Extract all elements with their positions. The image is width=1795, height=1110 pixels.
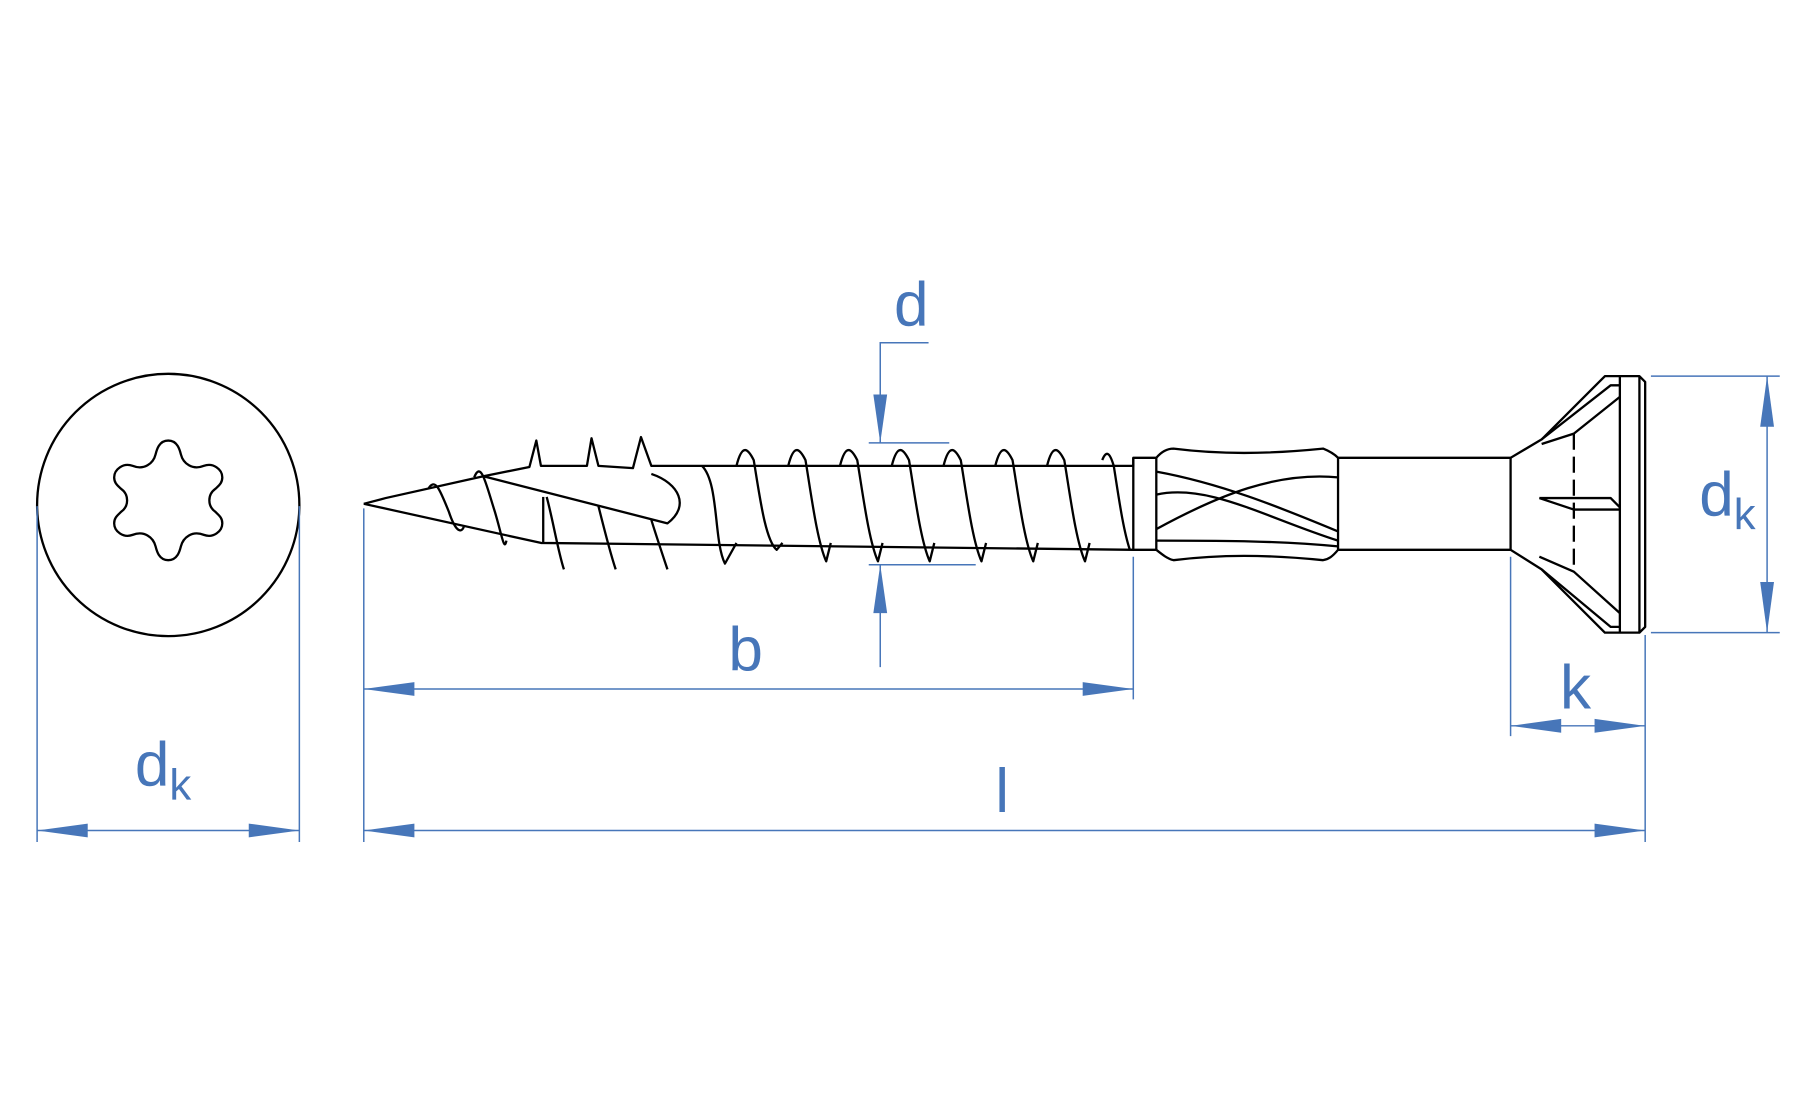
label-k: k bbox=[1560, 654, 1592, 723]
label-dk-top-main: d bbox=[1699, 460, 1734, 529]
label-dk-top-sub: k bbox=[1734, 490, 1756, 539]
label-l: l bbox=[995, 757, 1009, 826]
label-dk-main: d bbox=[135, 731, 170, 800]
label-dk-top-view: dk bbox=[135, 731, 192, 810]
label-d: d bbox=[894, 271, 929, 340]
label-dk-sub: k bbox=[169, 760, 191, 809]
dimension-lines bbox=[36, 342, 1780, 842]
head-top-view bbox=[35, 372, 301, 638]
torx-drive-icon bbox=[113, 439, 224, 562]
label-dk-head: dk bbox=[1699, 460, 1756, 539]
screw-side-view bbox=[363, 374, 1647, 634]
label-b: b bbox=[728, 616, 763, 685]
